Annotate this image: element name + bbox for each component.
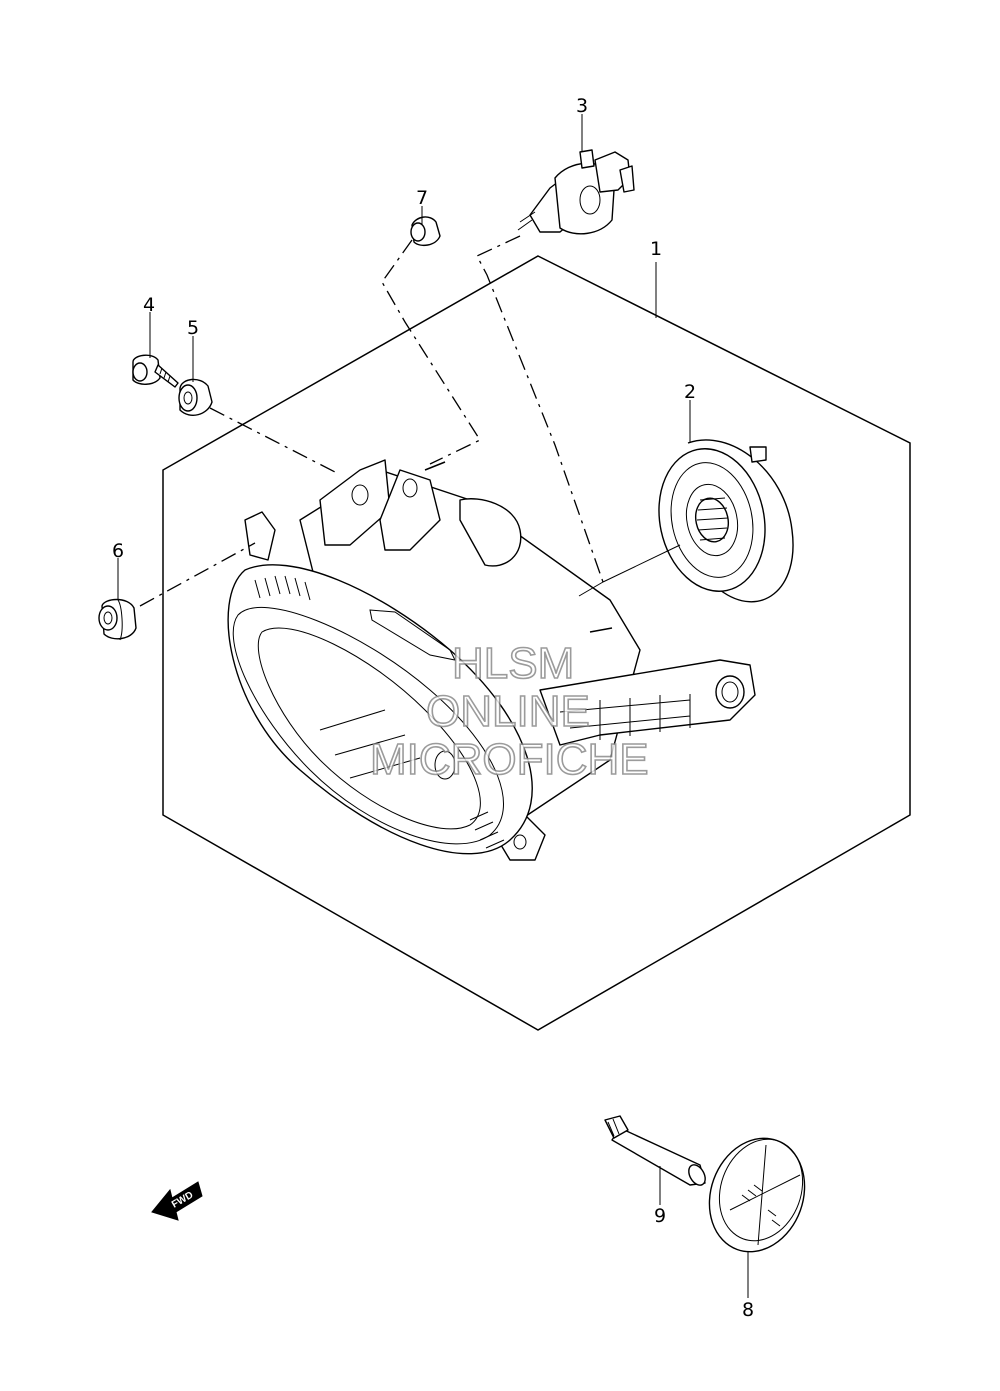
part-5-damper [178,378,213,416]
callout-2: 2 [684,381,696,403]
part-6-grommet [98,598,137,641]
part-7-grommet [410,216,441,247]
callout-3: 3 [576,95,588,117]
watermark-line-2: ONLINE [426,687,590,736]
watermark-line-3: MICROFICHE [370,735,649,784]
callout-5: 5 [187,317,199,339]
callout-9: 9 [654,1205,666,1227]
assembly-boundary [162,255,911,1031]
callout-7: 7 [416,187,428,209]
callout-1: 1 [650,238,662,260]
callout-8: 8 [742,1299,754,1321]
callout-6: 6 [112,540,124,562]
part-8-cap [708,1137,806,1253]
watermark-line-1: HLSM [452,639,574,688]
part-2-socket-cover [658,439,794,603]
part-9-shaft [604,1115,706,1186]
watermark: HLSM ONLINE MICROFICHE [369,638,649,785]
fwd-arrow-icon: FWD [151,1181,203,1221]
headlight-housing [227,459,756,861]
callout-4: 4 [143,294,155,316]
part-4-screw [132,354,179,388]
assembly-lines [139,235,681,607]
leader-lines [117,114,749,1298]
part-3-bulb [517,149,635,235]
